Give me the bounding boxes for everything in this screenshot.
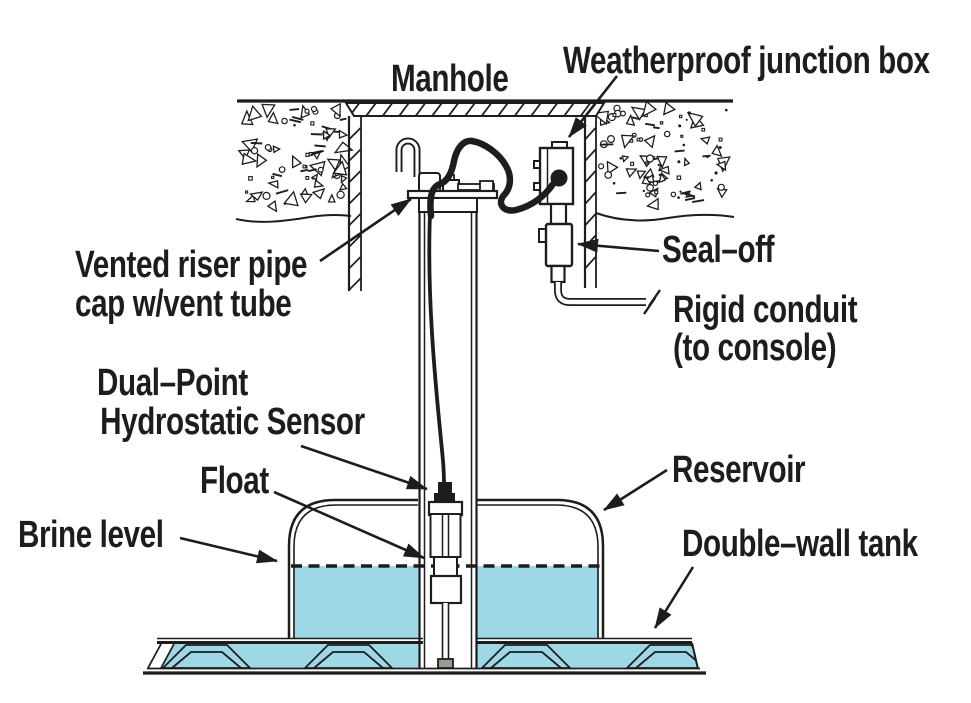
label-reservoir: Reservoir bbox=[672, 449, 806, 491]
tank-right-end-edge bbox=[691, 642, 699, 670]
sensor-cable-in-pipe bbox=[427, 213, 446, 485]
rigid-conduit-pipe bbox=[554, 282, 661, 315]
cable-gland-knob bbox=[550, 169, 568, 187]
arrow-double-wall-tank bbox=[653, 566, 695, 629]
label-brine-level: Brine level bbox=[18, 514, 164, 556]
label-junction-box: Weatherproof junction box bbox=[563, 40, 930, 82]
svg-text:Double–wall tank: Double–wall tank bbox=[682, 523, 918, 565]
arrow-hydrostatic-sensor bbox=[300, 444, 428, 491]
vent-tube-hook bbox=[395, 137, 421, 177]
soil-texture-left bbox=[237, 102, 354, 213]
float-stop bbox=[433, 556, 458, 577]
svg-text:Rigid conduit: Rigid conduit bbox=[673, 289, 857, 331]
svg-text:Brine level: Brine level bbox=[18, 514, 164, 556]
svg-text:Dual–Point: Dual–Point bbox=[97, 362, 248, 404]
arrow-brine-level bbox=[179, 536, 278, 564]
svg-text:Reservoir: Reservoir bbox=[672, 449, 805, 491]
arrow-seal-off bbox=[577, 238, 660, 253]
svg-text:Hydrostatic Sensor: Hydrostatic Sensor bbox=[100, 401, 365, 443]
arrow-riser-cap bbox=[319, 197, 412, 263]
soil-edge-right bbox=[595, 212, 735, 222]
tank-bottom-surface bbox=[143, 667, 706, 675]
label-double-wall-tank: Double–wall tank bbox=[682, 523, 919, 565]
soil-edge-left bbox=[235, 213, 352, 223]
sensor-cable-to-junction-box bbox=[427, 137, 557, 220]
svg-text:Weatherproof junction box: Weatherproof junction box bbox=[563, 40, 930, 82]
tank-left-end-cap bbox=[147, 643, 175, 669]
label-hydrostatic-sensor: Dual–Point Hydrostatic Sensor bbox=[97, 362, 365, 443]
svg-text:Float: Float bbox=[200, 460, 269, 502]
hydrostatic-sensor-assembly bbox=[427, 482, 464, 669]
svg-text:Vented riser pipe: Vented riser pipe bbox=[75, 244, 307, 286]
manhole-wall-left bbox=[347, 116, 362, 291]
float-body bbox=[429, 574, 463, 605]
label-riser-cap: Vented riser pipe cap w/vent tube bbox=[75, 244, 308, 325]
arrow-junction-box bbox=[567, 75, 619, 138]
svg-text:Seal–off: Seal–off bbox=[662, 229, 775, 271]
conduit-break-symbol bbox=[643, 289, 661, 315]
seal-off-fitting bbox=[538, 202, 574, 284]
riser-pipe-cap bbox=[406, 172, 499, 213]
svg-text:Manhole: Manhole bbox=[391, 58, 508, 100]
soil-texture-right bbox=[591, 100, 731, 211]
riser-pipe-walls bbox=[418, 212, 478, 669]
label-manhole: Manhole bbox=[391, 58, 509, 100]
svg-text:cap w/vent tube: cap w/vent tube bbox=[75, 283, 291, 325]
reservoir-wall bbox=[287, 498, 605, 639]
label-seal-off: Seal–off bbox=[662, 229, 775, 271]
manhole-wall-right bbox=[583, 116, 597, 288]
label-float: Float bbox=[200, 460, 269, 502]
label-rigid-conduit: Rigid conduit (to console) bbox=[673, 289, 858, 369]
arrow-reservoir bbox=[603, 468, 668, 512]
sensor-foot bbox=[437, 658, 454, 669]
arrow-float bbox=[273, 490, 425, 560]
manhole-cover-hatching bbox=[349, 103, 604, 116]
svg-text:(to console): (to console) bbox=[673, 327, 836, 369]
